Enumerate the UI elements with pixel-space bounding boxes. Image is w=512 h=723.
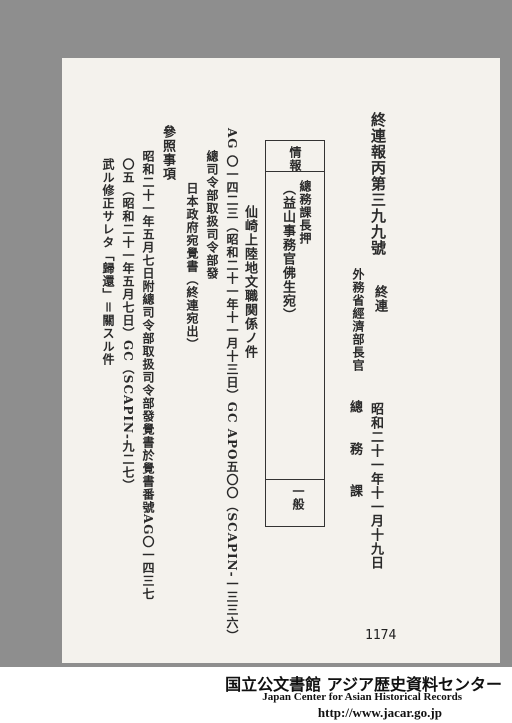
reference-code-line: AG 〇一四二三（昭和二十一年十一月十三日）GC APO五〇〇（SCAPIN-一… [225, 128, 239, 643]
archive-name-jp: 国立公文書館 アジア歴史資料センター [225, 675, 502, 694]
section-label: 參照事項 [160, 125, 175, 181]
page-number: 1174 [365, 628, 397, 643]
subject-line: 仙崎上陸地文職関係ノ件 [242, 205, 257, 359]
document-number: 終連報丙第三九九號 [369, 112, 387, 256]
reference-line-3: 武ル修正サレタ「歸還」＝關スル件 [101, 158, 115, 367]
addressee-line: 日本政府宛覺書（終連宛出） [185, 182, 199, 351]
stamp-top-label: 情報 [288, 146, 302, 172]
subject-bracket: （益山事務官佛生宛） [280, 182, 295, 322]
issuer-line: 總司令部取扱司令部發 [205, 150, 219, 280]
archive-url: http://www.jacar.go.jp [317, 705, 442, 720]
document-date: 昭和二十一年十一月十九日 [368, 402, 383, 570]
routing-stamp [265, 140, 325, 527]
archive-name-en: Japan Center for Asian Historical Record… [262, 691, 462, 703]
reference-line-1: 昭和二十一年五月七日附總司令部取扱司令部發覺書於覺書番號AG〇一四三七 [141, 150, 155, 601]
reference-line-2: 〇五（昭和二十一年五月七日）GC（SCAPIN-九二七） [121, 158, 135, 492]
stamp-bottom-label: 一般 [291, 485, 305, 511]
archive-footer: 国立公文書館 アジア歴史資料センター Japan Center for Asia… [0, 667, 512, 723]
document-page [62, 58, 500, 663]
stamp-middle-label: 總務課長押 [298, 180, 312, 245]
sender-section: 總 務 課 [347, 400, 362, 505]
recipient-official: 外務省經濟部長官 [351, 268, 365, 372]
sender-org: 終連 [372, 285, 387, 313]
